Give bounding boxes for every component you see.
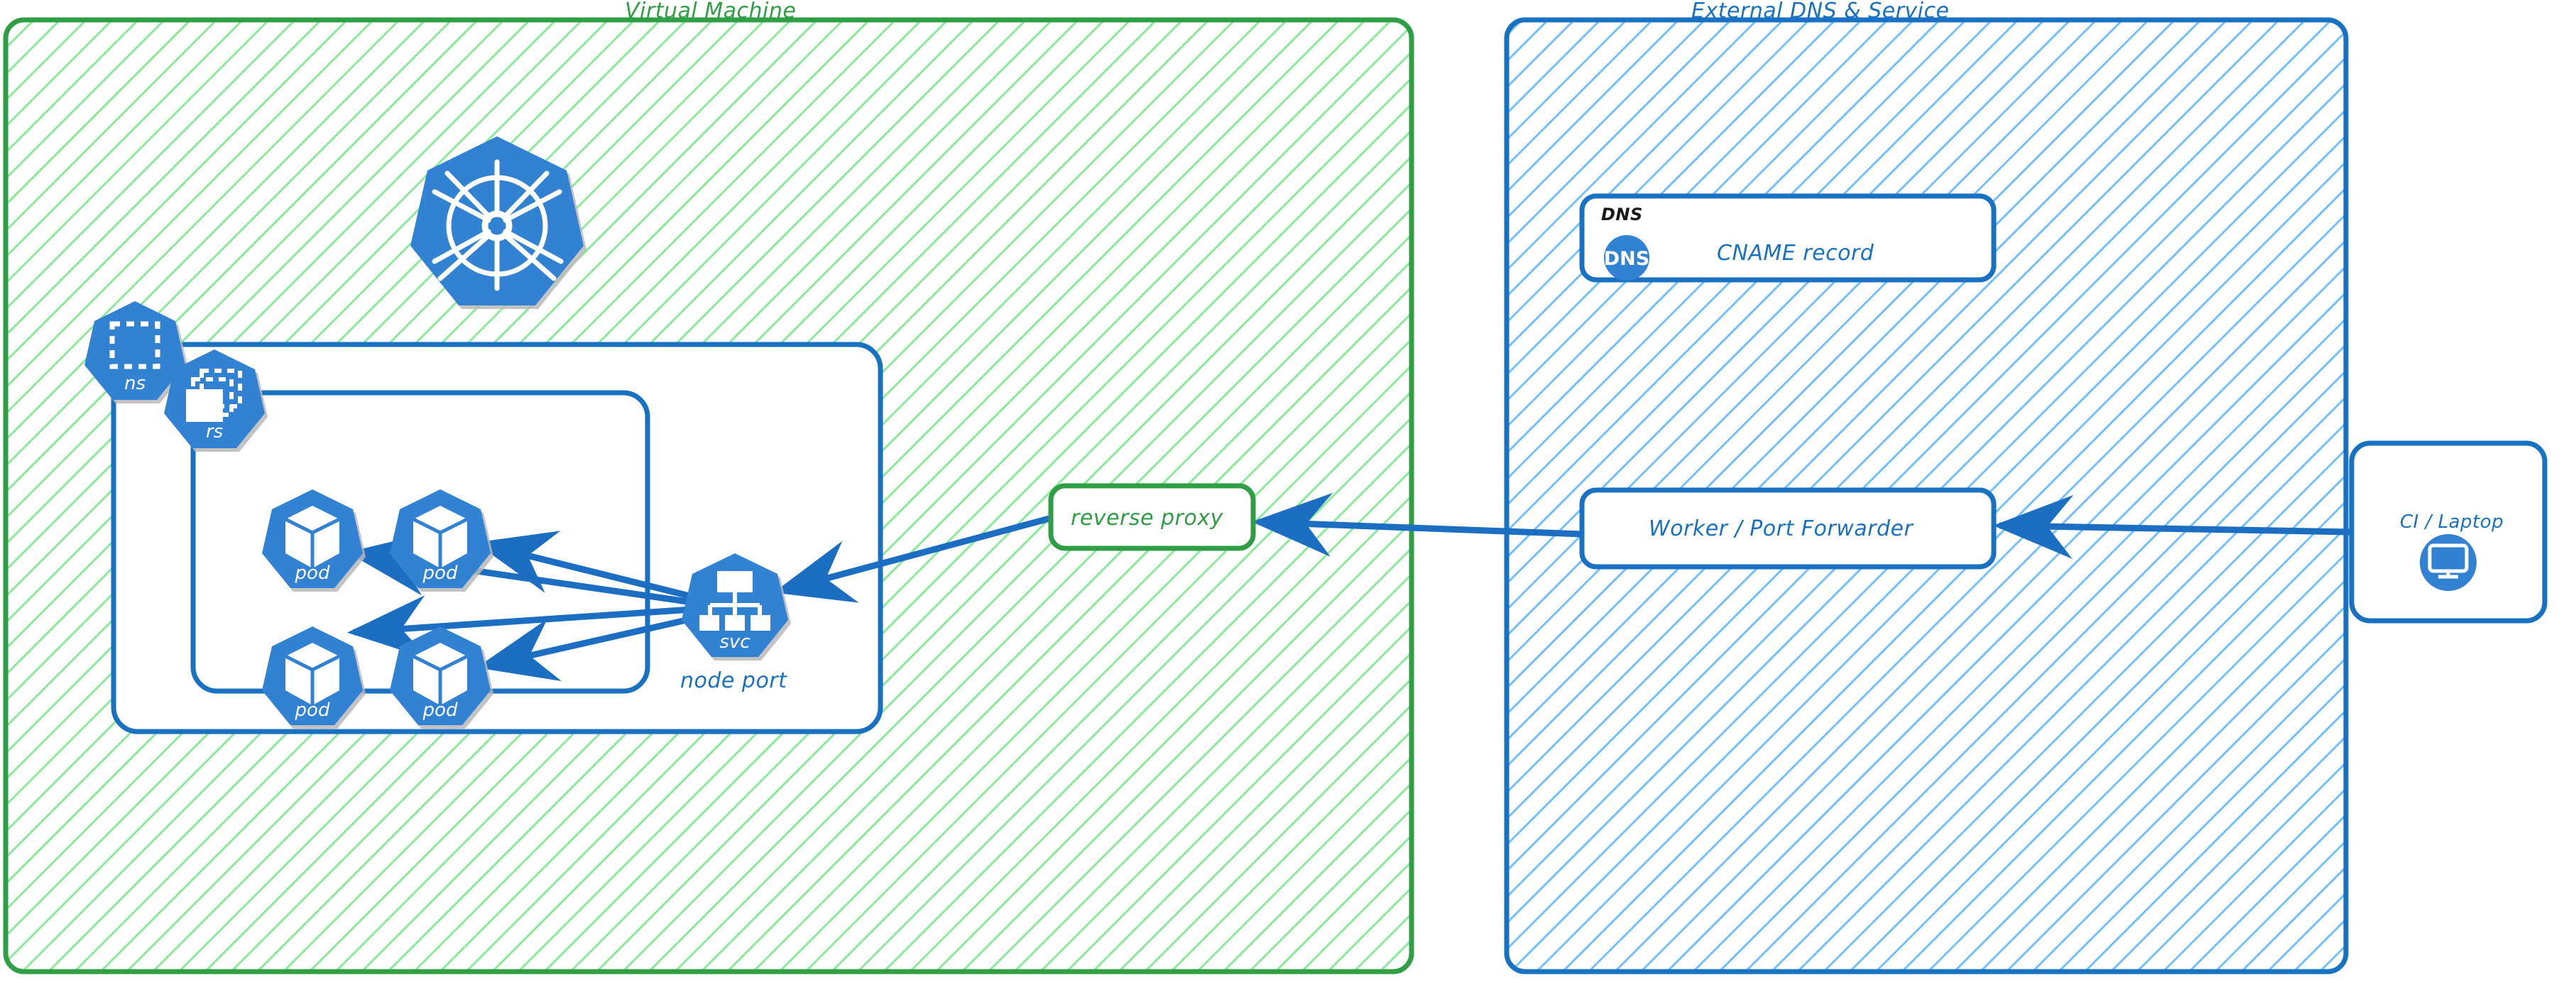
dns-record-box[interactable] bbox=[1579, 193, 1997, 283]
ci-laptop-label: CI / Laptop bbox=[2400, 511, 2504, 533]
arrow-svc-to-pod-2 bbox=[475, 531, 694, 600]
arrow-group-proxy-to-service bbox=[773, 515, 1051, 603]
pod-1-caption: pod bbox=[295, 563, 330, 584]
pod-cube-icon bbox=[412, 643, 469, 705]
replicaset-caption: rs bbox=[206, 421, 223, 442]
pod-cube-icon bbox=[284, 506, 341, 568]
node-port-label: node port bbox=[680, 668, 787, 693]
kubernetes-helm-wheel-icon bbox=[432, 159, 564, 291]
arrow-reverse-proxy-to-service bbox=[773, 515, 1051, 603]
pod-2-caption: pod bbox=[422, 563, 458, 584]
dns-record-label: CNAME record bbox=[1717, 241, 1874, 266]
arrow-ci-laptop-to-worker bbox=[1993, 494, 2352, 559]
arrow-group-worker-to-proxy bbox=[1252, 492, 1583, 557]
arrow-worker-to-reverse-proxy bbox=[1252, 492, 1583, 557]
pod-cube-icon bbox=[412, 506, 469, 568]
arrow-group-ci-to-worker bbox=[1993, 494, 2352, 559]
service-caption: svc bbox=[719, 631, 750, 653]
namespace-caption: ns bbox=[124, 373, 146, 394]
reverse-proxy-label: reverse proxy bbox=[1071, 506, 1223, 531]
ci-laptop-box[interactable] bbox=[2349, 440, 2548, 624]
arrow-svc-to-pod-4 bbox=[476, 614, 697, 682]
zone-title-virtual-machine: Virtual Machine bbox=[625, 0, 797, 23]
pod-4-caption: pod bbox=[422, 700, 458, 721]
dns-section-label: DNS bbox=[1601, 205, 1643, 224]
desktop-monitor-circle-icon bbox=[2420, 534, 2477, 591]
pod-cube-icon bbox=[284, 643, 341, 705]
worker-port-forwarder-label: Worker / Port Forwarder bbox=[1649, 516, 1914, 541]
worker-port-forwarder-box[interactable] bbox=[1579, 487, 1997, 570]
service-hierarchy-icon bbox=[699, 571, 770, 631]
zone-title-external-dns-service: External DNS & Service bbox=[1691, 0, 1950, 23]
svg-text:DNS: DNS bbox=[1604, 248, 1649, 270]
replicaset-stacked-squares-icon bbox=[186, 369, 242, 422]
dns-circle-icon: DNS bbox=[1604, 235, 1649, 281]
pod-3-caption: pod bbox=[295, 700, 330, 721]
reverse-proxy-box[interactable] bbox=[1048, 483, 1256, 551]
